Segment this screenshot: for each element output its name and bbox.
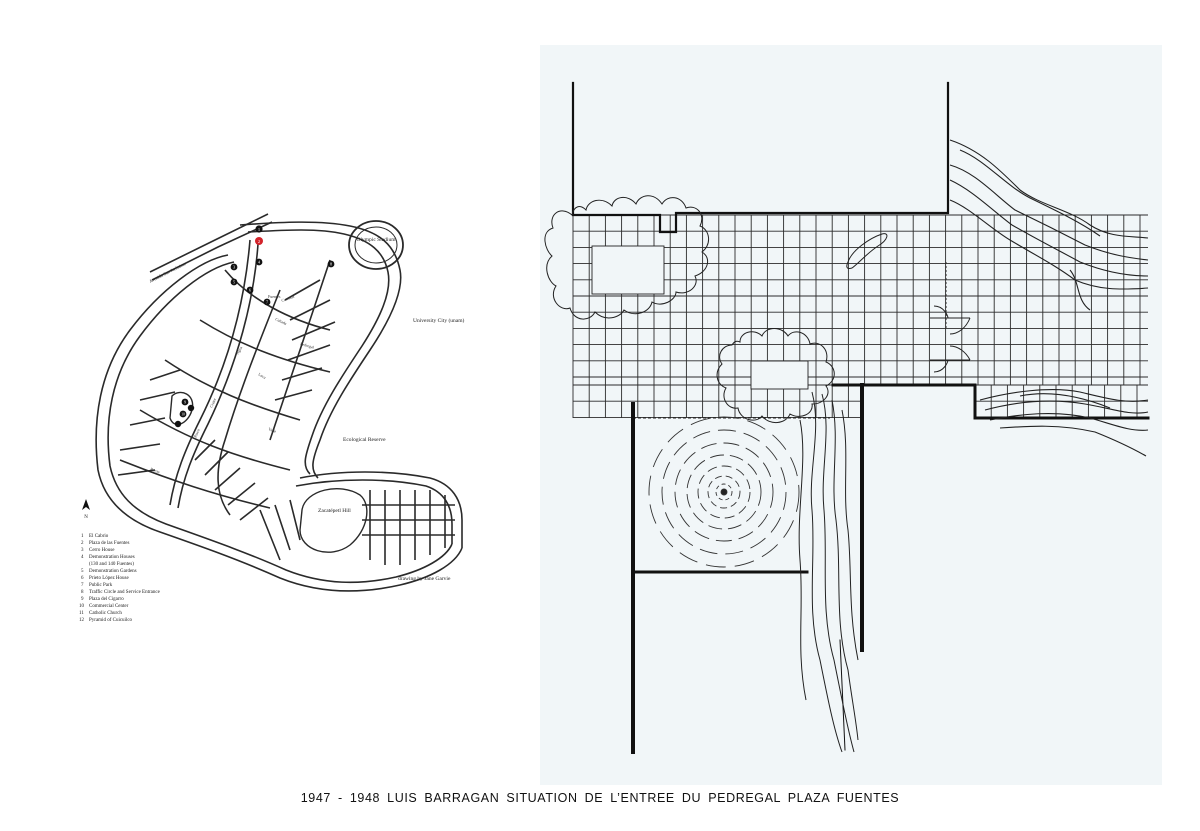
svg-text:El Cabrio: El Cabrio bbox=[89, 534, 109, 539]
figure-caption: 1947 - 1948 LUIS BARRAGAN SITUATION DE L… bbox=[300, 791, 900, 805]
svg-text:9: 9 bbox=[184, 400, 186, 405]
olympic-stadium-inner bbox=[354, 226, 398, 264]
svg-text:11: 11 bbox=[79, 611, 84, 616]
lava-contours-southeast bbox=[979, 389, 1149, 457]
label-olympic-stadium: Olympic Stadium bbox=[357, 237, 397, 243]
svg-text:Plaza del Cigarro: Plaza del Cigarro bbox=[89, 597, 124, 602]
svg-text:Cerro House: Cerro House bbox=[89, 548, 115, 553]
planter-north bbox=[591, 245, 665, 295]
svg-text:2: 2 bbox=[258, 239, 260, 244]
svg-text:1: 1 bbox=[81, 534, 84, 539]
svg-text:(130 and 140 Fuentes): (130 and 140 Fuentes) bbox=[89, 562, 134, 567]
label-street-10: Pedregal bbox=[300, 341, 316, 350]
svg-text:Traffic Circle and Service Ent: Traffic Circle and Service Entrance bbox=[89, 590, 161, 595]
label-drawing-credit: drawing by Jane Garvie bbox=[398, 576, 451, 582]
marker-3: 3 bbox=[230, 263, 238, 271]
svg-text:5: 5 bbox=[81, 569, 84, 574]
gate-detail bbox=[930, 262, 971, 373]
svg-text:9: 9 bbox=[81, 597, 84, 602]
svg-text:Pyramid of Cuicuilco: Pyramid of Cuicuilco bbox=[89, 618, 133, 623]
marker-7: 7 bbox=[263, 298, 271, 306]
svg-text:6: 6 bbox=[249, 288, 251, 293]
north-arrow-icon: N bbox=[82, 499, 90, 520]
planter-center bbox=[750, 360, 809, 390]
marker-8: 8 bbox=[327, 260, 335, 268]
svg-text:3: 3 bbox=[233, 265, 235, 270]
svg-text:7: 7 bbox=[266, 300, 268, 305]
lava-contours-south bbox=[798, 391, 859, 753]
svg-text:8: 8 bbox=[330, 262, 332, 267]
map-markers: 1 2 3 4 5 6 7 8 bbox=[174, 225, 335, 428]
label-zacatepetl-hill: Zacatépetl Hill bbox=[318, 508, 351, 514]
svg-text:Demonstration Houses: Demonstration Houses bbox=[89, 555, 135, 560]
svg-text:10: 10 bbox=[79, 604, 85, 609]
svg-text:5: 5 bbox=[233, 280, 235, 285]
small-pond bbox=[846, 233, 888, 269]
svg-text:2: 2 bbox=[81, 541, 84, 546]
map-legend: 1 El Cabrio 2 Plaza de las Fuentes 3 Cerro … bbox=[79, 534, 161, 623]
label-street-8: Valle bbox=[268, 426, 278, 434]
svg-text:Commercial Center: Commercial Center bbox=[89, 604, 129, 609]
zacatepetl-hill-outline bbox=[299, 487, 368, 553]
label-street-4: Agua bbox=[235, 345, 244, 355]
label-street-2: Cascada bbox=[281, 294, 295, 303]
svg-text:1: 1 bbox=[258, 227, 260, 232]
label-street-7: Risco bbox=[192, 428, 200, 438]
label-ecological-reserve: Ecological Reserve bbox=[343, 437, 386, 443]
label-street-9: Rocas bbox=[150, 466, 161, 474]
olympic-stadium-outline bbox=[348, 220, 404, 270]
svg-text:3: 3 bbox=[81, 548, 84, 553]
marker-10: 10 bbox=[179, 410, 187, 418]
svg-text:Public Park: Public Park bbox=[89, 583, 113, 588]
svg-text:Demonstration Gardens: Demonstration Gardens bbox=[89, 569, 137, 574]
marker-4: 4 bbox=[255, 258, 263, 266]
map-roads bbox=[95, 213, 463, 592]
label-street-6: Crater bbox=[208, 397, 217, 409]
tree-canopies bbox=[544, 195, 835, 423]
label-street-3: Cañada bbox=[275, 316, 288, 326]
svg-text:4: 4 bbox=[81, 555, 84, 560]
svg-text:Prieto López House: Prieto López House bbox=[89, 576, 129, 581]
svg-text:7: 7 bbox=[81, 583, 84, 588]
label-street-1: Fuentes bbox=[268, 294, 281, 299]
marker-9: 9 bbox=[181, 398, 189, 406]
plan-paper-background bbox=[540, 45, 1162, 785]
svg-text:Catholic Church: Catholic Church bbox=[89, 611, 122, 616]
svg-text:12: 12 bbox=[79, 618, 85, 623]
svg-text:N: N bbox=[84, 515, 88, 520]
label-university-city: University City (unam) bbox=[413, 317, 464, 324]
marker-6: 6 bbox=[246, 286, 254, 294]
svg-text:10: 10 bbox=[181, 413, 185, 417]
svg-text:6: 6 bbox=[81, 576, 84, 581]
lava-contours-east bbox=[949, 139, 1149, 311]
label-street-5: Lava bbox=[258, 372, 268, 380]
fountain-pool bbox=[648, 416, 800, 568]
marker-1: 1 bbox=[255, 225, 263, 233]
svg-text:4: 4 bbox=[258, 260, 261, 265]
svg-text:Plaza de las Fuentes: Plaza de las Fuentes bbox=[89, 541, 129, 546]
plan-walls bbox=[571, 81, 1150, 754]
marker-2-highlight: 2 bbox=[255, 237, 263, 245]
marker-5: 5 bbox=[230, 278, 238, 286]
svg-text:8: 8 bbox=[81, 590, 84, 595]
